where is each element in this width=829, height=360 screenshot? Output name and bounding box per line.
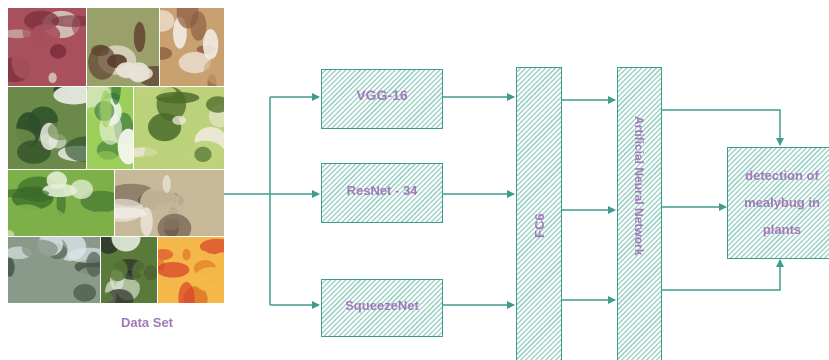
output-label-line1: detection of (727, 168, 829, 183)
ann-label: Artificial Neural Network (632, 116, 646, 255)
arrow-ann-to-output-top (662, 110, 780, 145)
output-label-line3: plants (727, 222, 829, 237)
squeezenet-label: SqueezeNet (321, 298, 443, 313)
vgg16-label: VGG-16 (321, 87, 443, 103)
fc6-label: FC6 (532, 213, 547, 238)
output-label-line2: mealybug in (727, 195, 829, 210)
resnet34-label: ResNet - 34 (321, 183, 443, 198)
arrow-ann-to-output-bottom (662, 260, 780, 290)
